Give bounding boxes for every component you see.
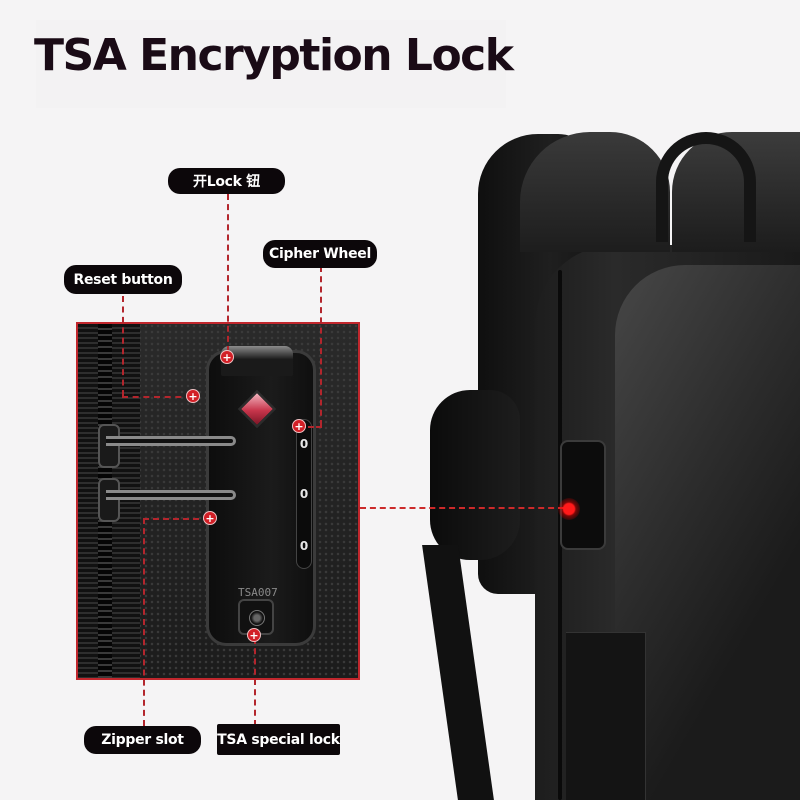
marker-reset-button-icon: +	[186, 389, 200, 403]
callout-unlock-button: 开Lock 钮	[168, 168, 285, 194]
marker-zipper-slot-icon: +	[203, 511, 217, 525]
marker-cipher-wheel-icon: +	[292, 419, 306, 433]
marker-tsa-special-lock-icon: +	[247, 628, 261, 642]
zipper-puller-bottom	[98, 478, 120, 522]
lock-model-label: TSA007	[238, 586, 278, 599]
marker-unlock-button-icon: +	[220, 350, 234, 364]
callout-zipper-slot: Zipper slot	[84, 726, 201, 754]
unlock-button-slider	[221, 346, 293, 376]
callout-cipher-wheel: Cipher Wheel	[263, 240, 377, 268]
backpack-tsa-lock	[560, 440, 606, 550]
lock-closeup-inset: 0 0 0 TSA007	[76, 322, 360, 680]
zipper-puller-top	[98, 424, 120, 468]
cipher-digit-3: 0	[299, 539, 309, 553]
lock-location-target-icon	[558, 498, 580, 520]
tsa-keyhole-icon	[238, 599, 274, 635]
leader-zipper-slot-h	[143, 518, 209, 520]
lock-location-leader-line	[360, 507, 564, 509]
leader-zipper-slot-v	[143, 518, 145, 726]
backpack-shoulder-strap-front	[430, 390, 520, 560]
backpack-side-pocket	[566, 632, 646, 800]
callout-tsa-special-lock: TSA special lock	[217, 724, 340, 755]
zipper-shackle-bottom	[106, 490, 236, 500]
leader-reset-button-v	[122, 296, 124, 396]
cipher-wheel-track	[296, 419, 312, 569]
leader-tsa-special-lock	[254, 638, 256, 726]
page-title: TSA Encryption Lock	[34, 30, 514, 81]
leader-cipher-wheel-v	[320, 266, 322, 426]
leader-unlock-button	[227, 194, 229, 352]
cipher-digit-1: 0	[299, 437, 309, 451]
cipher-digit-2: 0	[299, 487, 309, 501]
backpack-handle	[656, 132, 756, 242]
callout-reset-button: Reset button	[64, 265, 182, 294]
title-band	[36, 20, 506, 108]
backpack-shoulder-strap-top	[520, 132, 670, 252]
leader-cipher-wheel-h	[300, 426, 322, 428]
zipper-shackle-top	[106, 436, 236, 446]
leader-reset-button-h	[122, 396, 192, 398]
